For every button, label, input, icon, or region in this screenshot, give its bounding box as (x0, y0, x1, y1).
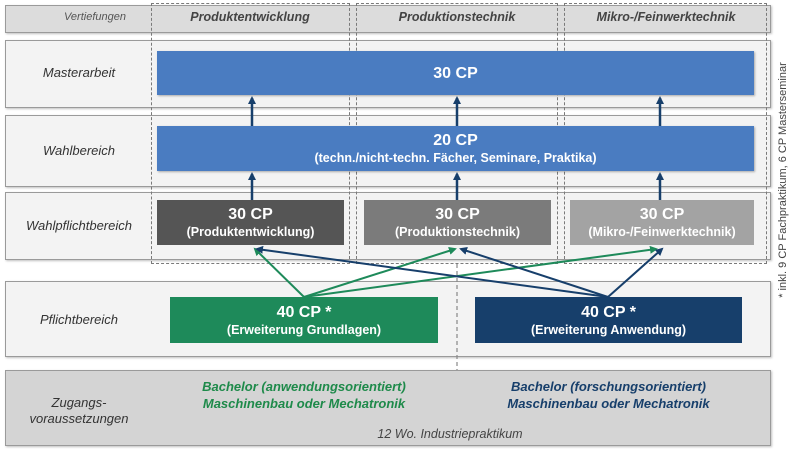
row-label-wahlbereich: Wahlbereich (42, 143, 116, 158)
pflicht-cp: 40 CP * (581, 303, 636, 321)
wahlbereich-box: 20 CP (techn./nicht-techn. Fächer, Semin… (157, 126, 754, 171)
wahlpflicht-box-produktionstechnik: 30 CP (Produktionstechnik) (364, 200, 551, 245)
arrow-blue-1 (255, 245, 609, 298)
wahlpflicht-cp: 30 CP (639, 206, 685, 223)
wahlpflicht-box-mikro-feinwerktechnik: 30 CP (Mikro-/Feinwerktechnik) (570, 200, 754, 245)
pflicht-box-anwendung: 40 CP * (Erweiterung Anwendung) (475, 297, 742, 343)
zugang-label-line2: voraussetzungen (29, 411, 129, 426)
pflicht-desc: (Erweiterung Anwendung) (530, 322, 687, 337)
wahlpflicht-box-produktentwicklung: 30 CP (Produktentwicklung) (157, 200, 344, 245)
bachelor-forschungsorientiert: Bachelor (forschungsorientiert) Maschine… (475, 378, 742, 412)
arrow-green-3 (303, 245, 658, 298)
bachelor-anwendungsorientiert: Bachelor (anwendungsorientiert) Maschine… (170, 378, 438, 412)
arrow-blue-3 (607, 247, 664, 298)
masterarbeit-cp: 30 CP (433, 64, 478, 82)
zugang-bar (5, 370, 771, 446)
wahlbereich-desc: (techn./nicht-techn. Fächer, Seminare, P… (314, 151, 597, 165)
header-bar (5, 5, 771, 33)
pflicht-desc: (Erweiterung Grundlagen) (226, 322, 382, 337)
header-label: Vertiefungen (64, 11, 126, 23)
wahlpflicht-cp: 30 CP (435, 206, 480, 223)
bachelor-right-line2: Maschinenbau oder Mechatronik (507, 396, 710, 411)
masterarbeit-box: 30 CP (157, 51, 754, 95)
arrow-green-2 (303, 247, 457, 298)
zugang-label: Zugangs- voraussetzungen (5, 395, 153, 427)
column-head-produktionstechnik: Produktionstechnik (398, 10, 516, 24)
wahlpflicht-desc: (Mikro-/Feinwerktechnik) (588, 225, 736, 239)
column-head-mikro-feinwerktechnik: Mikro-/Feinwerktechnik (596, 10, 736, 24)
bachelor-right-line1: Bachelor (forschungsorientiert) (510, 379, 707, 394)
pflicht-cp: 40 CP * (276, 303, 332, 321)
row-label-masterarbeit: Masterarbeit (42, 65, 116, 80)
bachelor-left-line2: Maschinenbau oder Mechatronik (202, 396, 406, 411)
industriepraktikum: 12 Wo. Industriepraktikum (377, 427, 523, 441)
row-label-wahlpflichtbereich: Wahlpflichtbereich (26, 218, 132, 233)
arrow-green-1 (253, 247, 305, 298)
wahlbereich-cp: 20 CP (433, 132, 478, 149)
zugang-label-line1: Zugangs- (51, 395, 107, 410)
column-head-produktentwicklung: Produktentwicklung (190, 10, 310, 24)
bachelor-left-line1: Bachelor (anwendungsorientiert) (202, 379, 406, 394)
wahlpflicht-cp: 30 CP (228, 206, 273, 223)
row-label-pflichtbereich: Pflichtbereich (39, 312, 119, 327)
wahlpflicht-desc: (Produktentwicklung) (186, 225, 315, 239)
footnote-vertical-wrapper: * inkl. 9 CP Fachpraktikum, 6 CP Masters… (775, 20, 790, 340)
pflicht-box-grundlagen: 40 CP * (Erweiterung Grundlagen) (170, 297, 438, 343)
footnote: * inkl. 9 CP Fachpraktikum, 6 CP Masters… (776, 62, 789, 298)
arrow-blue-2 (459, 247, 609, 298)
wahlpflicht-desc: (Produktionstechnik) (394, 225, 520, 239)
